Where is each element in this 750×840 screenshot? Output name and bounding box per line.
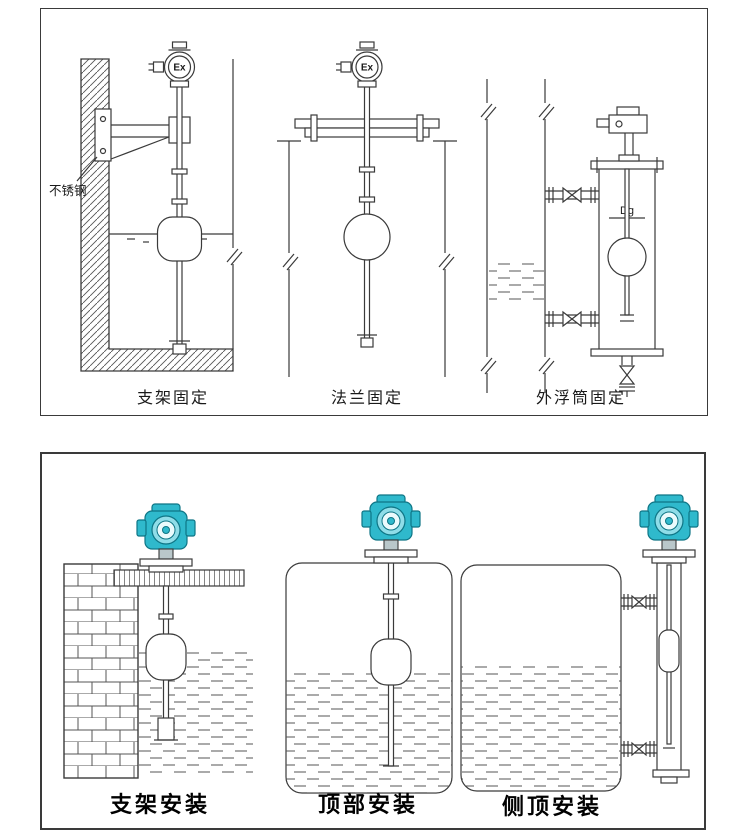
lower-process-pipe (545, 310, 599, 328)
flange-fixing-diagram: Ex 法兰固定 (277, 41, 457, 407)
rod-coupling (158, 613, 174, 620)
valve-icon (562, 186, 582, 204)
rod-end-weight (154, 717, 178, 741)
break-mark-icon (480, 356, 497, 375)
side-top-installation-diagram: 侧顶安装 (460, 494, 699, 819)
valve-icon (618, 365, 636, 385)
installation-methods-panel: 支架安装 顶部安装 (40, 452, 706, 830)
transmitter-head (147, 41, 196, 88)
valve-icon (562, 310, 582, 328)
float-ball (658, 629, 680, 673)
caption-side-top-installation: 侧顶安装 (502, 794, 602, 819)
stainless-steel-label: 不锈钢 (49, 183, 87, 198)
installation-methods-drawing: 支架安装 顶部安装 (63, 494, 699, 819)
liquid-level (489, 263, 544, 303)
rod-coupling (358, 166, 376, 173)
top-installation-diagram: 顶部安装 (285, 494, 453, 817)
float-ball (145, 633, 187, 681)
float-ball (370, 638, 412, 686)
rod-coupling (171, 198, 188, 205)
wall-section (80, 58, 234, 372)
guide-rod (176, 84, 183, 348)
rod-coupling (171, 168, 188, 175)
break-mark-icon (538, 102, 555, 121)
valve-icon (631, 741, 647, 757)
leader-line (76, 156, 98, 182)
lower-process-pipe (621, 741, 657, 757)
rod-end-stop (357, 334, 377, 348)
upper-process-pipe (545, 186, 599, 204)
break-mark-icon (282, 252, 299, 271)
bracket-fixing-diagram: 不锈钢 Ex 支架固定 (49, 41, 243, 407)
liquid-level (461, 662, 621, 791)
caption-flange-fixing: 法兰固定 (331, 389, 403, 407)
fixing-methods-panel: 不锈钢 Ex 支架固定 (40, 8, 708, 416)
liquid-level (286, 670, 452, 793)
ex-mark: Ex (173, 63, 186, 74)
fixing-methods-drawing: 不锈钢 Ex 支架固定 (49, 41, 664, 407)
float-chamber (590, 157, 664, 357)
caption-external-chamber-fixing: 外浮筒固定 (536, 389, 626, 407)
valve-icon (631, 594, 647, 610)
rod-coupling (382, 593, 400, 600)
transmitter-head (639, 494, 699, 564)
ex-mark: Ex (361, 63, 374, 74)
break-mark-icon (480, 102, 497, 121)
rod-coupling (358, 196, 376, 203)
transmitter-head (361, 494, 421, 564)
break-mark-icon (438, 252, 455, 271)
float-ball (343, 213, 391, 261)
transmitter-head (136, 503, 196, 573)
upper-process-pipe (621, 594, 657, 610)
brick-wall (63, 563, 139, 779)
transmitter-head (335, 41, 383, 88)
caption-top-installation: 顶部安装 (318, 792, 418, 817)
mounting-bracket (94, 108, 191, 162)
break-mark-icon (226, 247, 243, 266)
rod-end-stop (169, 340, 190, 355)
bracket-installation-diagram: 支架安装 (63, 503, 253, 817)
float-ball (607, 237, 647, 277)
caption-bracket-fixing: 支架固定 (137, 389, 209, 407)
break-mark-icon (538, 356, 555, 375)
transmitter-head (596, 106, 648, 162)
caption-bracket-installation: 支架安装 (110, 792, 210, 817)
float-ball (156, 216, 203, 262)
external-chamber-fixing-diagram: Dg 外浮筒固定 (480, 79, 664, 407)
drain-assembly (618, 356, 636, 397)
guide-rod (363, 82, 371, 340)
